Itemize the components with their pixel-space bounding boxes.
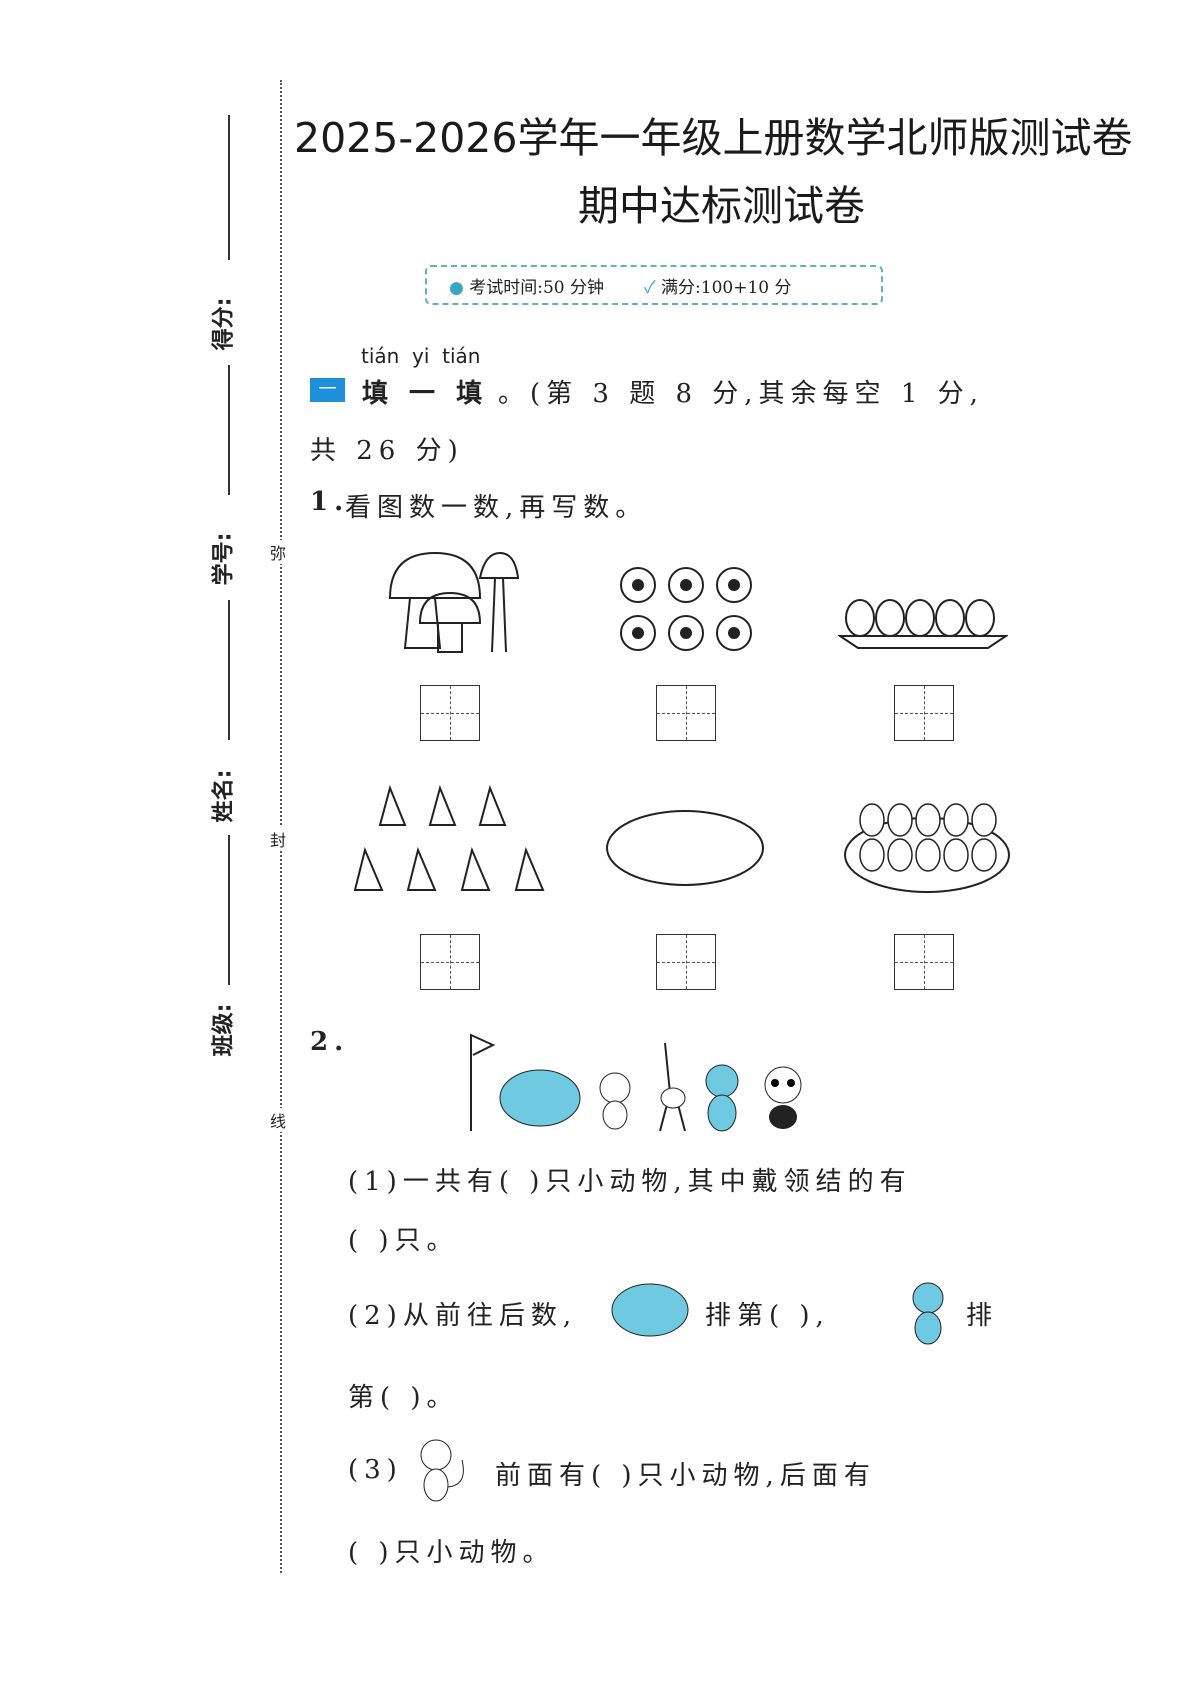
q2-part1: (1)一共有( )只小动物,其中戴领结的有 (348, 1167, 912, 1197)
q2-part2-c: 排 (966, 1301, 999, 1331)
check-icon: ✓ (644, 277, 656, 298)
name-label: 姓名: (211, 769, 237, 823)
q2-part3-b: 前面有( )只小动物,后面有 (495, 1461, 876, 1491)
panda-icon (764, 1066, 802, 1129)
seal-char: 弥 (270, 540, 287, 564)
id-line[interactable] (228, 365, 230, 495)
q2-part3: (3) (348, 1455, 403, 1485)
mushrooms-image (388, 551, 520, 653)
score-line[interactable] (228, 115, 230, 260)
answer-box[interactable] (656, 685, 716, 741)
class-label: 班级: (211, 1003, 237, 1057)
seal-char: 封 (270, 827, 287, 851)
soccer-balls-image (620, 567, 752, 651)
q2-part1-cont: ( )只。 (348, 1226, 459, 1256)
animals-line-image (470, 1033, 802, 1132)
bear-icon (705, 1064, 739, 1132)
page-title: 2025-2026学年一年级上册数学北师版测试卷 (294, 114, 1133, 162)
answer-box[interactable] (420, 685, 480, 741)
time-info: ● 考试时间:50 分钟 (449, 273, 604, 298)
pears-on-plate-image (844, 803, 1010, 893)
giraffe-icon (659, 1042, 686, 1132)
name-line[interactable] (228, 600, 230, 740)
answer-box[interactable] (656, 934, 716, 990)
score-text: 满分:100+10 分 (661, 277, 792, 298)
hats-image (353, 784, 545, 891)
answer-box[interactable] (894, 685, 954, 741)
pears-on-plate-image (838, 599, 1008, 649)
score-label: 得分: (211, 297, 237, 351)
section-pinyin: tián yi tián (361, 344, 481, 368)
class-line[interactable] (228, 835, 230, 985)
section-note-cont: 共 26 分) (310, 436, 464, 466)
q2-part2: (2)从前往后数, (348, 1301, 578, 1331)
empty-oval-image (606, 810, 764, 886)
q1-text: 看图数一数,再写数。 (345, 493, 648, 523)
monkey-icon (599, 1072, 631, 1130)
score-info: ✓ 满分:100+10 分 (644, 273, 792, 298)
id-label: 学号: (211, 532, 237, 586)
monkey-icon (420, 1439, 464, 1502)
time-text: 考试时间:50 分钟 (469, 277, 605, 298)
clock-icon: ● (449, 277, 464, 298)
q2-part2-b: 排第( ), (705, 1301, 830, 1331)
page-subtitle: 期中达标测试卷 (578, 182, 865, 230)
q2-part3-cont: ( )只小动物。 (348, 1538, 555, 1568)
flag-icon (470, 1033, 496, 1131)
elephant-icon (611, 1283, 689, 1337)
section-title: 填 一 填 (362, 379, 489, 409)
binding-dotted-line (280, 80, 282, 1573)
bear-icon (912, 1282, 944, 1345)
answer-box[interactable] (420, 934, 480, 990)
q2-part2-cont: 第( )。 (348, 1383, 459, 1413)
seal-char: 线 (270, 1108, 287, 1132)
elephant-icon (499, 1069, 581, 1127)
section-number-badge: 一 (310, 378, 345, 402)
section-note: 。(第 3 题 8 分,其余每空 1 分, (498, 379, 984, 409)
answer-box[interactable] (894, 934, 954, 990)
q1-label: 1. (310, 487, 350, 517)
exam-info-box: ● 考试时间:50 分钟 ✓ 满分:100+10 分 (425, 265, 883, 305)
q2-label: 2. (310, 1027, 350, 1057)
